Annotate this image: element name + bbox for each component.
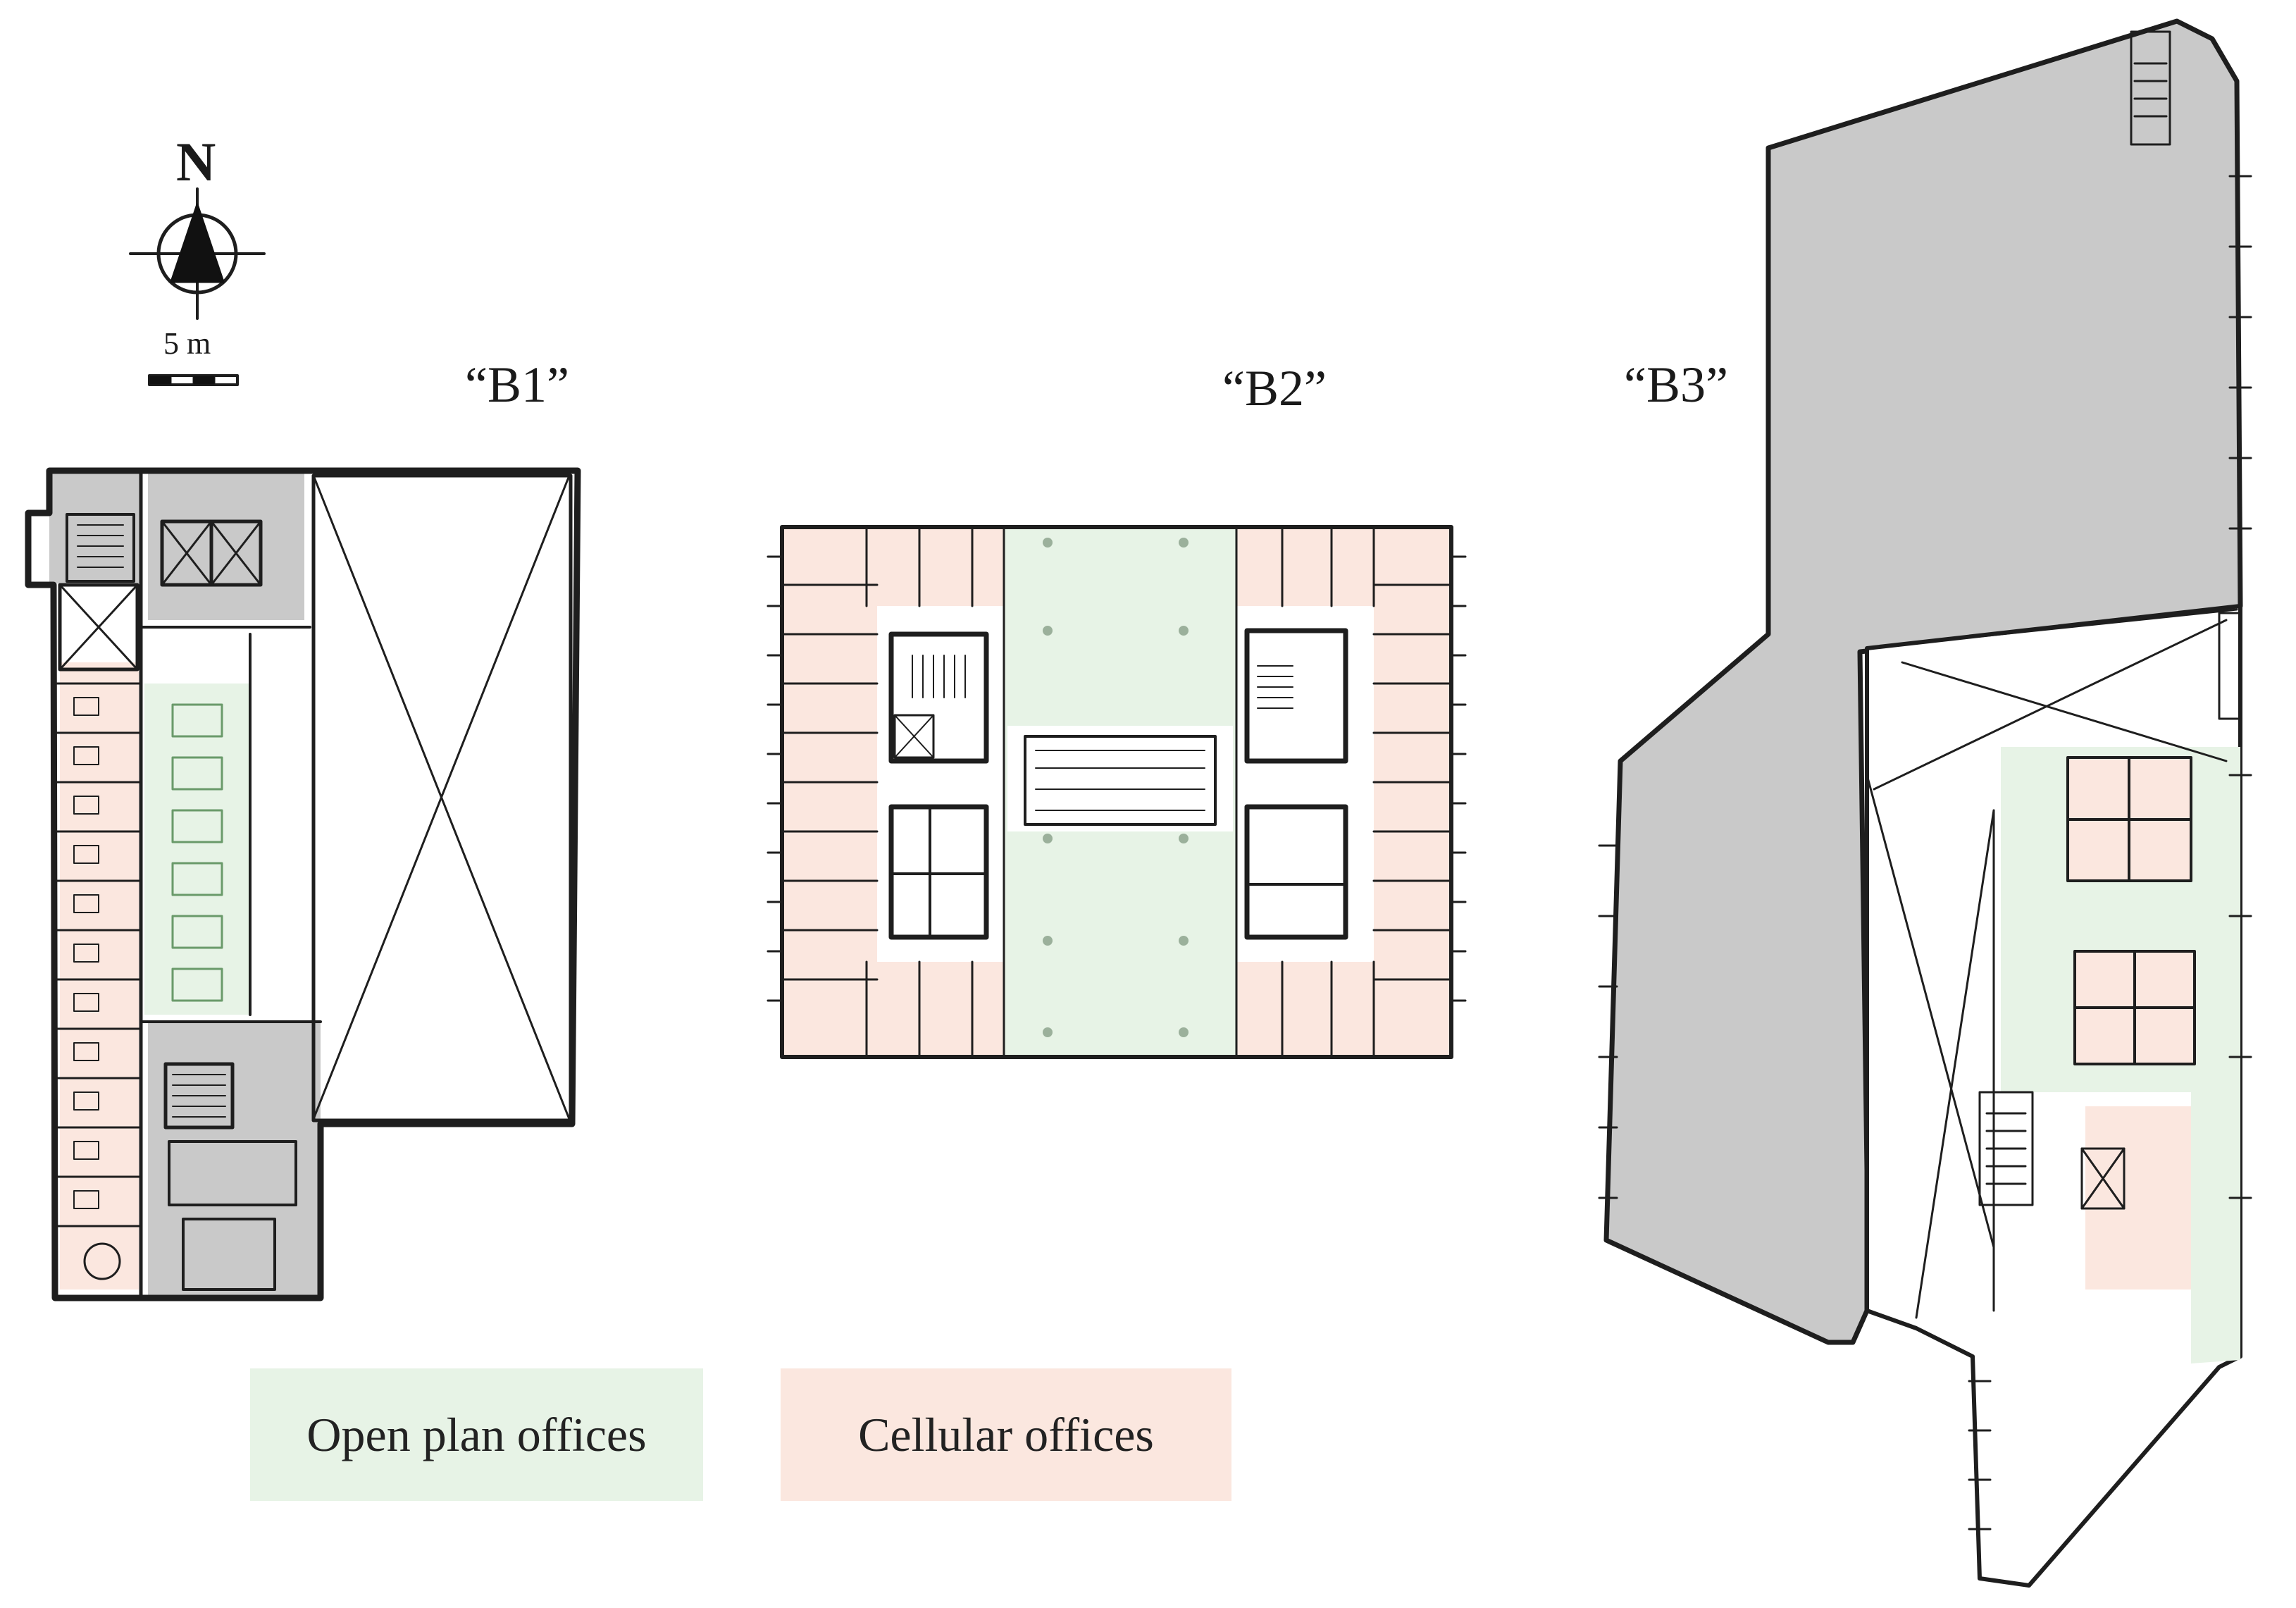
building-label-b2: “B2” xyxy=(1222,360,1327,416)
building-b2-plan xyxy=(767,525,1467,1059)
building-label-b1: “B1” xyxy=(465,357,569,413)
b3-cellular-room-3 xyxy=(2085,1106,2191,1290)
b1-open-plan-zone xyxy=(144,684,250,1015)
north-arrow-icon xyxy=(129,187,266,320)
building-b3-plan xyxy=(1598,18,2252,1588)
b1-cellular-zone xyxy=(60,662,139,1290)
legend-open-plan: Open plan offices xyxy=(250,1368,703,1501)
legend-cellular: Cellular offices xyxy=(781,1368,1231,1501)
building-label-b3: “B3” xyxy=(1624,357,1728,413)
building-b1-plan xyxy=(25,467,581,1301)
scale-label: 5 m xyxy=(163,326,211,361)
scale-bar-icon xyxy=(148,374,239,386)
b1-core-north xyxy=(148,471,304,620)
north-label: N xyxy=(176,131,216,192)
